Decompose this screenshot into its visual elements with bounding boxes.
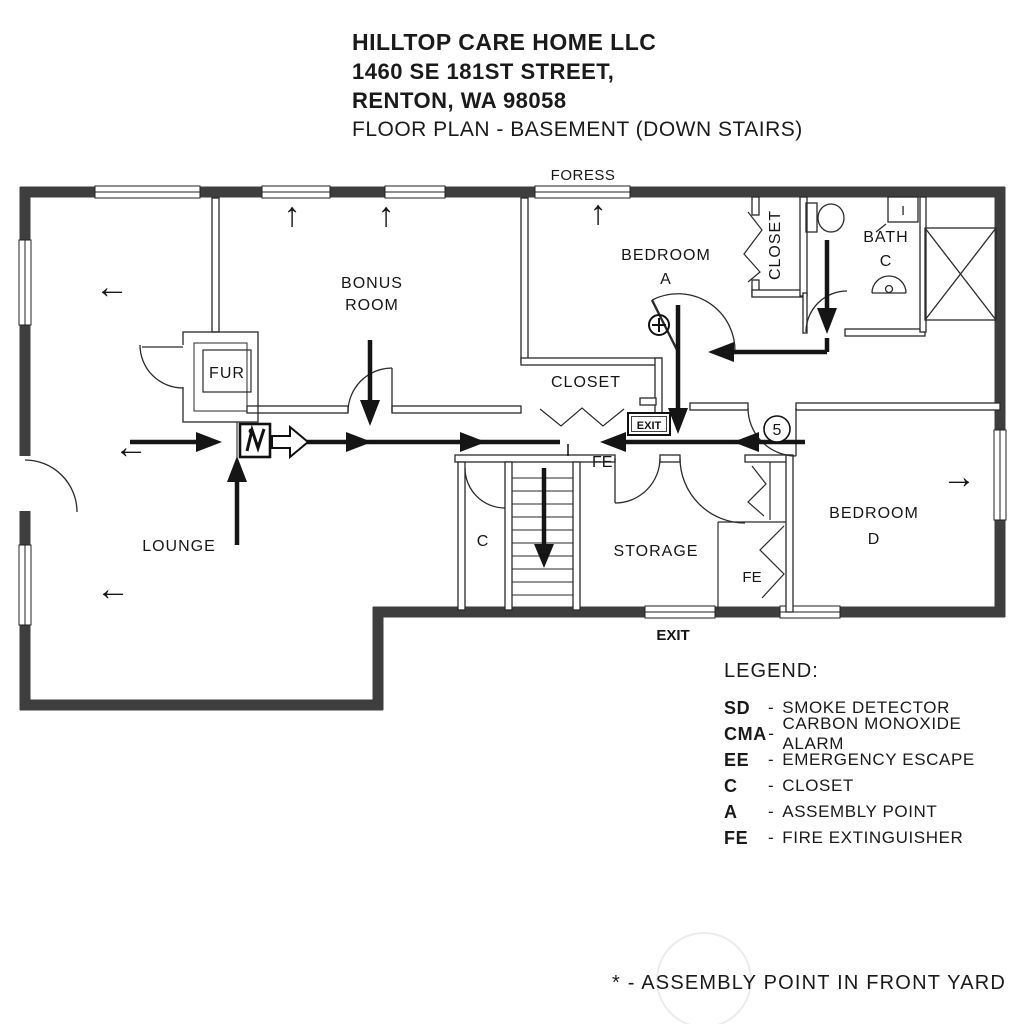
up-arrow-icon: ↑ [590, 194, 607, 232]
legend-separator: - [768, 776, 775, 795]
furnace-closet [139, 331, 259, 457]
bifold-doors [539, 211, 786, 610]
legend-desc: CLOSET [782, 776, 854, 795]
exit-door-label: EXIT [656, 627, 689, 644]
fe-closet-label: FE [742, 569, 761, 586]
legend-abbr: FE [724, 827, 749, 848]
open-arrow-icon [271, 424, 310, 460]
legend-separator: - [768, 750, 775, 769]
windows [18, 185, 1007, 626]
legend-abbr: SD [724, 697, 751, 718]
legend-abbr: EE [724, 749, 750, 770]
window-direction-arrows: ↑ ↑ ↑ ← ← ← → [95, 194, 976, 608]
counter-box [887, 196, 919, 223]
room-label-lounge: LOUNGE [142, 538, 216, 555]
room-label-bath-1: BATH [863, 229, 908, 246]
room-labels: FORESS BONUS ROOM BEDROOM A CLOSET BATH … [142, 167, 919, 644]
door-keynote-number: 5 [773, 422, 782, 439]
exit-sign-icon: EXIT [627, 412, 671, 436]
exit-sign-text: EXIT [637, 420, 662, 432]
sink-basin [871, 275, 907, 294]
legend-item-c: C - CLOSET [724, 773, 1024, 799]
toilet-tank [805, 202, 818, 233]
legend-separator: - [768, 828, 775, 847]
plan-subtitle: FLOOR PLAN - BASEMENT (DOWN STAIRS) [352, 118, 803, 141]
lounge-entry-door [17, 456, 78, 513]
legend-desc: EMERGENCY ESCAPE [782, 750, 975, 769]
exit-pictogram-icon [238, 422, 272, 459]
legend-separator: - [768, 802, 775, 821]
legend-desc: ASSEMBLY POINT [782, 802, 938, 821]
legend-title: LEGEND: [724, 660, 819, 682]
left-arrow-icon: ← [95, 268, 129, 306]
legend-item-fe: FE - FIRE EXTINGUISHER [724, 825, 1024, 851]
toilet-bowl [817, 203, 845, 233]
interior-walls [211, 196, 1001, 613]
legend-item-ee: EE - EMERGENCY ESCAPE [724, 747, 1024, 773]
escape-routes [130, 240, 837, 568]
legend-desc: SMOKE DETECTOR [782, 698, 950, 717]
left-arrow-icon: ← [114, 428, 148, 466]
fe-hall-label: FE [592, 454, 612, 471]
room-label-bedroom-a-2: A [660, 271, 672, 288]
room-label-c: C [477, 533, 490, 550]
left-arrow-icon: ← [96, 570, 130, 608]
counter-label: I [901, 203, 905, 218]
street-address: 1460 SE 181ST STREET, [352, 59, 615, 84]
legend-separator: - [768, 698, 775, 717]
smoke-detector-icon [648, 314, 670, 336]
room-label-storage: STORAGE [614, 543, 699, 560]
hatched-area [924, 227, 997, 321]
facility-name: HILLTOP CARE HOME LLC [352, 29, 657, 55]
right-arrow-icon: → [942, 458, 976, 496]
room-label-bedroom-a-1: BEDROOM [621, 247, 711, 264]
legend-abbr: CMA [724, 723, 767, 744]
room-label-bedroom-d-2: D [868, 531, 881, 548]
legend-desc: CARBON MONOXIDE ALARM [782, 714, 962, 753]
egress-window-label: FORESS [551, 167, 616, 184]
assembly-point-footnote: * - ASSEMBLY POINT IN FRONT YARD [612, 972, 1007, 994]
legend-item-a: A - ASSEMBLY POINT [724, 799, 1024, 825]
up-arrow-icon: ↑ [378, 196, 395, 234]
legend: LEGEND: SD - SMOKE DETECTOR CMA - CARBON… [724, 660, 1024, 851]
room-label-fur: FUR [209, 365, 245, 382]
room-label-bonus-1: BONUS [341, 275, 403, 292]
room-label-bath-2: C [880, 253, 893, 270]
legend-separator: - [768, 724, 775, 743]
outer-walls [19, 186, 1006, 711]
door-keynote: 5 [763, 415, 791, 443]
legend-abbr: C [724, 775, 738, 796]
bath-fixtures [805, 196, 997, 321]
city-state-zip: RENTON, WA 98058 [352, 88, 567, 113]
photo-watermark-circle [656, 932, 752, 1024]
plan-title-block: HILLTOP CARE HOME LLC 1460 SE 181ST STRE… [352, 28, 803, 144]
legend-item-sd: SD - SMOKE DETECTOR [724, 695, 1024, 721]
room-label-bonus-2: ROOM [345, 297, 399, 314]
stairs [512, 477, 573, 596]
up-arrow-icon: ↑ [284, 196, 301, 234]
room-label-bedroom-d-1: BEDROOM [829, 505, 919, 522]
room-label-closet-hall: CLOSET [551, 374, 621, 391]
legend-desc: FIRE EXTINGUISHER [782, 828, 964, 847]
legend-abbr: A [724, 801, 738, 822]
legend-item-cma: CMA - CARBON MONOXIDE ALARM [724, 714, 1024, 753]
room-label-closet-a: CLOSET [767, 210, 784, 280]
